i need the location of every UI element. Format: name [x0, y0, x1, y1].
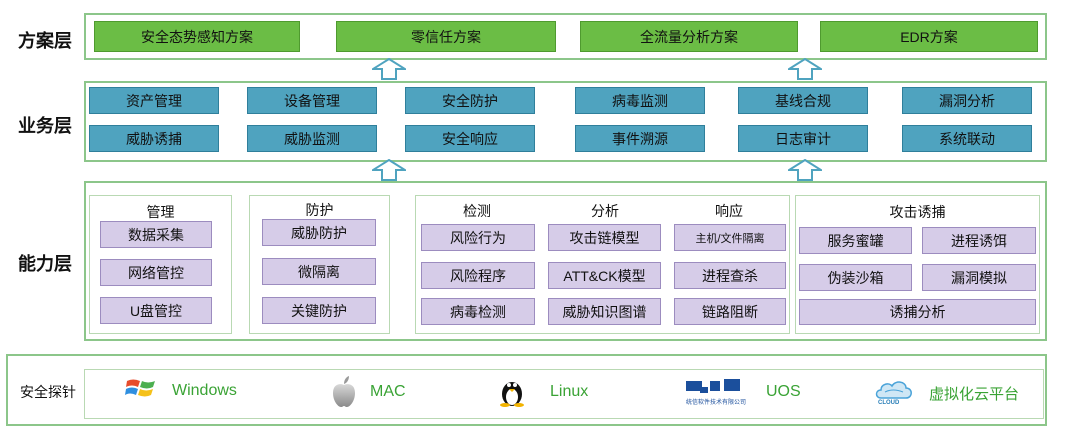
- capability-threat-protection: 威胁防护: [262, 219, 376, 246]
- layer-label-business: 业务层: [18, 116, 72, 136]
- business-asset-management: 资产管理: [89, 87, 219, 114]
- business-threat-monitoring: 威胁监测: [247, 125, 377, 152]
- layer-label-capability: 能力层: [18, 254, 72, 274]
- capability-usb-control: U盘管控: [100, 297, 212, 324]
- capability-risk-program: 风险程序: [421, 262, 535, 289]
- business-device-management: 设备管理: [247, 87, 377, 114]
- capability-host-file-isolation: 主机/文件隔离: [674, 224, 786, 251]
- capability-group-title-analyze: 分析: [591, 203, 619, 219]
- business-system-linkage: 系统联动: [902, 125, 1032, 152]
- capability-group-title-protect: 防护: [305, 202, 334, 218]
- up-arrow-icon: [788, 58, 822, 80]
- probe-virtual-cloud-platform: 虚拟化云平台: [929, 386, 1020, 403]
- capability-attck-model: ATT&CK模型: [548, 262, 661, 289]
- up-arrow-icon: [788, 159, 822, 181]
- cloud-logo-caption: CLOUD: [878, 400, 900, 406]
- capability-group-title-respond: 响应: [715, 203, 743, 219]
- capability-service-honeypot: 服务蜜罐: [799, 227, 912, 254]
- probe-uos: UOS: [766, 383, 801, 400]
- capability-virus-detection: 病毒检测: [421, 298, 535, 325]
- capability-process-decoy: 进程诱饵: [922, 227, 1036, 254]
- solution-zero-trust: 零信任方案: [336, 21, 556, 52]
- business-security-protection: 安全防护: [405, 87, 535, 114]
- probe-mac: MAC: [370, 383, 406, 400]
- capability-link-blocking: 链路阻断: [674, 298, 786, 325]
- probe-windows: Windows: [172, 382, 237, 399]
- capability-attack-chain-model: 攻击链模型: [548, 224, 661, 251]
- capability-data-collection: 数据采集: [100, 221, 212, 248]
- solution-edr: EDR方案: [820, 21, 1038, 52]
- up-arrow-icon: [372, 58, 406, 80]
- business-virus-monitoring: 病毒监测: [575, 87, 705, 114]
- probe-linux: Linux: [550, 383, 589, 400]
- business-event-tracing: 事件溯源: [575, 125, 705, 152]
- solution-full-traffic-analysis: 全流量分析方案: [580, 21, 798, 52]
- uos-logo-caption: 统信软件技术有限公司: [686, 400, 747, 406]
- business-baseline-compliance: 基线合规: [738, 87, 868, 114]
- capability-vulnerability-simulation: 漏洞模拟: [922, 264, 1036, 291]
- capability-group-title-manage: 管理: [146, 204, 175, 220]
- layer-label-solution: 方案层: [18, 31, 72, 51]
- capability-trap-analysis: 诱捕分析: [799, 299, 1036, 325]
- solution-situation-awareness: 安全态势感知方案: [94, 21, 300, 52]
- up-arrow-icon: [372, 159, 406, 181]
- apple-logo-icon: [333, 376, 355, 407]
- uos-logo-icon: [686, 379, 740, 393]
- business-log-audit: 日志审计: [738, 125, 868, 152]
- capability-group-title-trap: 攻击诱捕: [889, 204, 946, 220]
- capability-key-protection: 关键防护: [262, 297, 376, 324]
- business-vulnerability-analysis: 漏洞分析: [902, 87, 1032, 114]
- capability-risk-behavior: 风险行为: [421, 224, 535, 251]
- capability-disguise-sandbox: 伪装沙箱: [799, 264, 912, 291]
- business-security-response: 安全响应: [405, 125, 535, 152]
- capability-group-title-detect: 检测: [463, 203, 491, 219]
- capability-threat-knowledge-graph: 威胁知识图谱: [548, 298, 661, 325]
- probe-label: 安全探针: [20, 384, 76, 400]
- cloud-icon: [875, 381, 912, 399]
- windows-logo-icon: [125, 379, 155, 397]
- business-layer-frame: [84, 81, 1047, 162]
- linux-penguin-icon: [500, 382, 524, 407]
- capability-micro-isolation: 微隔离: [262, 258, 376, 285]
- capability-network-control: 网络管控: [100, 259, 212, 286]
- capability-process-kill: 进程查杀: [674, 262, 786, 289]
- business-threat-trapping: 威胁诱捕: [89, 125, 219, 152]
